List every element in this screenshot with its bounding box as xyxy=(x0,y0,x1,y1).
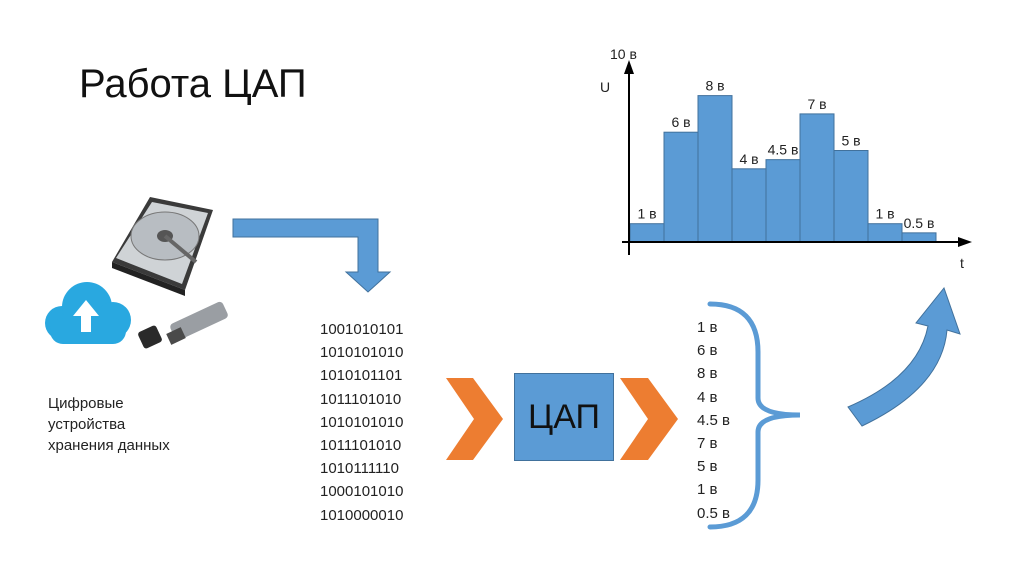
voltage-value: 1 в xyxy=(697,319,718,336)
voltage-value: 8 в xyxy=(697,365,718,383)
chart-bar-labels: 1 в 6 в 8 в 4 в 4.5 в 7 в 5 в 1 в 0.5 в xyxy=(637,78,934,231)
chart-bar-label: 8 в xyxy=(705,78,724,94)
voltage-value: 6 в xyxy=(697,342,718,360)
cloud-upload-icon xyxy=(45,282,131,344)
chart-bar-label: 1 в xyxy=(637,206,656,222)
binary-code: 1010101101 xyxy=(320,367,403,385)
usb-flash-drive-icon xyxy=(138,301,228,349)
binary-code: 1001010101 xyxy=(320,321,404,338)
voltage-list: 1 в 6 в 8 в 4 в 4.5 в 7 в 5 в 1 в 0.5 в xyxy=(697,316,730,525)
binary-code: 1011101010 xyxy=(320,390,402,408)
chart-bar xyxy=(629,223,665,243)
dac-block: ЦАП xyxy=(514,373,614,461)
input-chevron xyxy=(446,378,503,460)
voltage-value: 4 в xyxy=(697,388,718,406)
chart-bar xyxy=(833,150,869,243)
chart-bar xyxy=(867,223,903,243)
curly-brace xyxy=(707,301,801,530)
binary-code: 1011101010 xyxy=(320,437,402,455)
y-axis-label: U xyxy=(600,79,610,95)
chart-bar-label: 4.5 в xyxy=(768,142,799,158)
voltage-value: 0.5 в xyxy=(697,504,730,522)
voltage-value: 5 в xyxy=(697,458,718,476)
y-axis-max-label: 10 в xyxy=(610,46,637,62)
chart-bar xyxy=(799,113,835,243)
chart-bar xyxy=(731,168,767,243)
hard-drive-icon xyxy=(112,197,213,296)
down-arrow xyxy=(232,218,392,293)
chart-bar-label: 7 в xyxy=(807,96,826,112)
storage-devices-label: Цифровые устройства хранения данных xyxy=(48,395,170,454)
chart-bar xyxy=(901,232,937,243)
voltage-value: 1 в xyxy=(697,481,718,499)
slide-title: Работа ЦАП xyxy=(79,62,307,106)
chart-bar-label: 1 в xyxy=(875,206,894,222)
binary-code: 1010101010 xyxy=(320,413,404,431)
voltage-value: 7 в xyxy=(697,435,718,453)
output-chevron xyxy=(620,378,678,460)
chart-bar-label: 4 в xyxy=(739,151,758,167)
chart-bar-label: 0.5 в xyxy=(904,215,935,231)
binary-code: 1010101010 xyxy=(320,344,404,362)
y-axis-arrowhead xyxy=(624,60,634,74)
x-axis-label: t xyxy=(960,255,964,271)
chart-bar xyxy=(765,159,801,243)
binary-code: 1010000010 xyxy=(320,506,404,524)
chart-bars xyxy=(629,95,937,243)
chart-bar-label: 5 в xyxy=(841,133,860,149)
binary-code: 1010111110 xyxy=(320,460,399,478)
x-axis-arrowhead xyxy=(958,237,972,247)
voltage-value: 4.5 в xyxy=(697,411,730,429)
chart-bar-label: 6 в xyxy=(671,114,690,130)
curved-up-arrow xyxy=(847,286,961,427)
binary-code-list: 1001010101 1010101010 1010101101 1011101… xyxy=(320,318,403,527)
chart-bar xyxy=(697,95,733,243)
binary-code: 1000101010 xyxy=(320,483,404,501)
chart-bar xyxy=(663,131,699,243)
